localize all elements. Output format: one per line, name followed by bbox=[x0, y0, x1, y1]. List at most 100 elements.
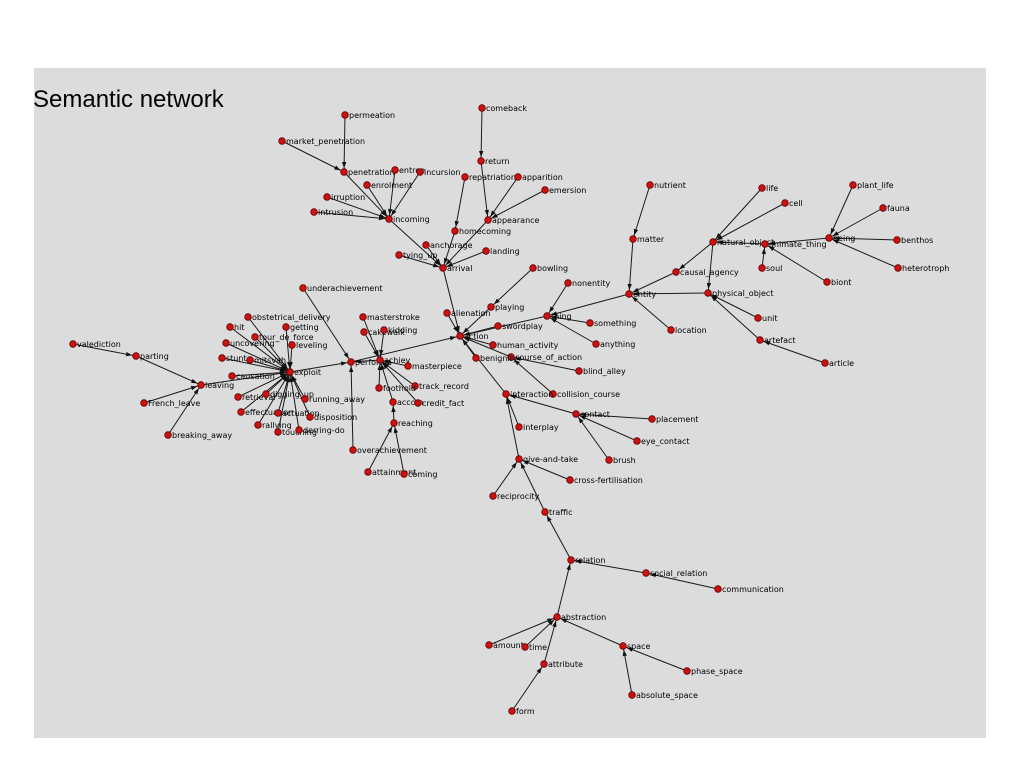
node-interaction[interactable]: interaction bbox=[502, 390, 554, 399]
node-dot[interactable] bbox=[667, 326, 675, 334]
node-dot[interactable] bbox=[821, 359, 829, 367]
node-dot[interactable] bbox=[494, 322, 502, 330]
node-exploit[interactable]: exploit bbox=[286, 368, 321, 377]
node-absolute_space[interactable]: absolute_space bbox=[628, 691, 698, 700]
node-dot[interactable] bbox=[234, 393, 242, 401]
node-dot[interactable] bbox=[704, 289, 712, 297]
node-tying_up[interactable]: tying_up bbox=[395, 251, 438, 260]
node-mitsvah[interactable]: mitsvah bbox=[246, 356, 286, 365]
node-dot[interactable] bbox=[359, 313, 367, 321]
node-biont[interactable]: biont bbox=[823, 278, 852, 287]
node-dot[interactable] bbox=[543, 312, 551, 320]
node-dot[interactable] bbox=[310, 208, 318, 216]
node-dot[interactable] bbox=[411, 382, 419, 390]
node-return[interactable]: return bbox=[477, 157, 510, 166]
node-dot[interactable] bbox=[274, 409, 282, 417]
node-dot[interactable] bbox=[893, 236, 901, 244]
node-valediction[interactable]: valediction bbox=[69, 340, 121, 349]
node-masterstroke[interactable]: masterstroke bbox=[359, 313, 420, 322]
node-dot[interactable] bbox=[566, 476, 574, 484]
node-plant_life[interactable]: plant_life bbox=[849, 181, 894, 190]
node-dot[interactable] bbox=[301, 395, 309, 403]
node-enrolment[interactable]: enrolment bbox=[363, 181, 412, 190]
node-dot[interactable] bbox=[364, 468, 372, 476]
node-brush[interactable]: brush bbox=[605, 456, 636, 465]
node-dot[interactable] bbox=[541, 186, 549, 194]
node-dot[interactable] bbox=[894, 264, 902, 272]
node-dot[interactable] bbox=[349, 446, 357, 454]
node-relation[interactable]: relation bbox=[567, 556, 606, 565]
node-dot[interactable] bbox=[254, 421, 262, 429]
node-dot[interactable] bbox=[390, 419, 398, 427]
node-dot[interactable] bbox=[385, 215, 393, 223]
node-dot[interactable] bbox=[244, 313, 252, 321]
node-credit_fact[interactable]: credit_fact bbox=[414, 399, 464, 408]
node-kidding[interactable]: kidding bbox=[380, 326, 418, 335]
node-dot[interactable] bbox=[586, 319, 594, 327]
node-uncovering[interactable]: uncovering bbox=[222, 339, 275, 348]
node-irruption[interactable]: irruption bbox=[323, 193, 365, 202]
node-achievement[interactable]: achiev bbox=[376, 356, 411, 365]
node-dot[interactable] bbox=[282, 323, 290, 331]
node-dot[interactable] bbox=[572, 410, 580, 418]
node-action[interactable]: action bbox=[456, 332, 489, 341]
node-dot[interactable] bbox=[380, 326, 388, 334]
node-causation[interactable]: causation bbox=[228, 372, 275, 381]
node-comeback[interactable]: comeback bbox=[478, 104, 528, 113]
node-leaving[interactable]: leaving bbox=[197, 381, 234, 390]
node-digging_up[interactable]: digging_up bbox=[262, 390, 314, 399]
node-parting[interactable]: parting bbox=[132, 352, 169, 361]
node-dot[interactable] bbox=[754, 314, 762, 322]
node-actuation[interactable]: actuation bbox=[274, 409, 320, 418]
node-dot[interactable] bbox=[502, 390, 510, 398]
node-homecoming[interactable]: homecoming bbox=[451, 227, 511, 236]
node-dot[interactable] bbox=[564, 279, 572, 287]
node-dot[interactable] bbox=[451, 227, 459, 235]
node-dot[interactable] bbox=[761, 240, 769, 248]
node-disposition[interactable]: disposition bbox=[306, 413, 357, 422]
node-arrival[interactable]: arrival bbox=[439, 264, 473, 273]
node-foothold[interactable]: foothold bbox=[375, 384, 416, 393]
node-anchorage[interactable]: anchorage bbox=[422, 241, 473, 250]
node-dot[interactable] bbox=[756, 336, 764, 344]
node-entity[interactable]: entity bbox=[625, 290, 657, 299]
node-nonentity[interactable]: nonentity bbox=[564, 279, 611, 288]
node-dot[interactable] bbox=[508, 707, 516, 715]
node-dot[interactable] bbox=[482, 247, 490, 255]
node-appearance[interactable]: appearance bbox=[484, 216, 540, 225]
node-dot[interactable] bbox=[879, 204, 887, 212]
node-entree[interactable]: entree bbox=[391, 166, 425, 175]
node-masterpiece[interactable]: masterpiece bbox=[404, 362, 462, 371]
node-dot[interactable] bbox=[299, 284, 307, 292]
node-something[interactable]: something bbox=[586, 319, 637, 328]
node-natural_object[interactable]: natural_object bbox=[709, 238, 775, 247]
node-cross_fertilisation[interactable]: cross-fertilisation bbox=[566, 476, 643, 485]
node-dot[interactable] bbox=[439, 264, 447, 272]
node-underachievement[interactable]: underachievement bbox=[299, 284, 383, 293]
node-effectuation[interactable]: effectuation bbox=[237, 408, 293, 417]
node-location[interactable]: location bbox=[667, 326, 707, 335]
node-attribute[interactable]: attribute bbox=[540, 660, 583, 669]
node-dot[interactable] bbox=[246, 356, 254, 364]
node-dot[interactable] bbox=[400, 470, 408, 478]
node-anything[interactable]: anything bbox=[592, 340, 636, 349]
node-dot[interactable] bbox=[540, 660, 548, 668]
node-playing[interactable]: playing bbox=[487, 303, 525, 312]
node-dot[interactable] bbox=[286, 368, 294, 376]
node-dot[interactable] bbox=[376, 356, 384, 364]
node-penetration[interactable]: penetration bbox=[340, 168, 395, 177]
node-dot[interactable] bbox=[549, 390, 557, 398]
node-apparition[interactable]: apparition bbox=[514, 173, 563, 182]
node-benthos[interactable]: benthos bbox=[893, 236, 934, 245]
node-dot[interactable] bbox=[487, 303, 495, 311]
node-french_leave[interactable]: French_leave bbox=[140, 399, 201, 408]
node-dot[interactable] bbox=[306, 413, 314, 421]
node-emersion[interactable]: emersion bbox=[541, 186, 587, 195]
node-dot[interactable] bbox=[514, 173, 522, 181]
node-incoming[interactable]: incoming bbox=[385, 215, 430, 224]
node-intrusion[interactable]: intrusion bbox=[310, 208, 353, 217]
node-breaking_away[interactable]: breaking_away bbox=[164, 431, 233, 440]
node-causal_agency[interactable]: causal_agency bbox=[672, 268, 739, 277]
node-dot[interactable] bbox=[477, 157, 485, 165]
node-dot[interactable] bbox=[515, 455, 523, 463]
